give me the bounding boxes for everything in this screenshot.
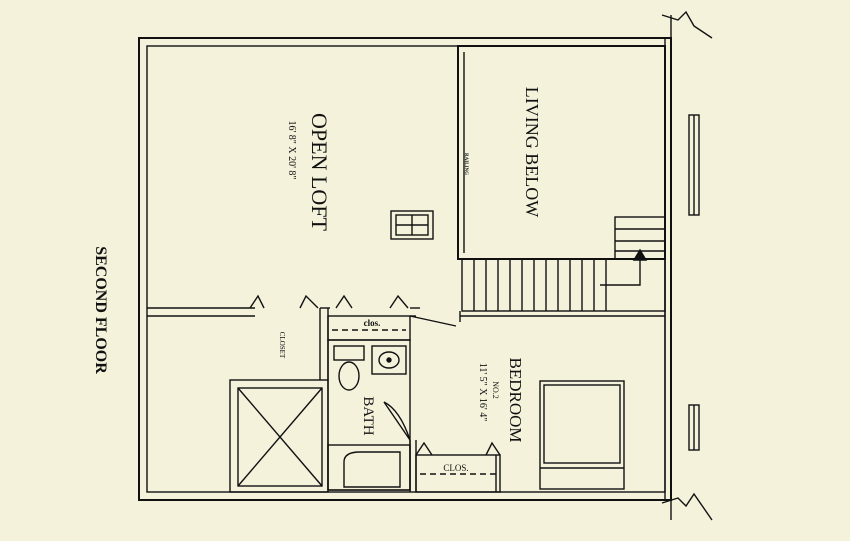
railing-label: RAILING: [463, 153, 468, 175]
bedroom-size: 11' 5" X 16' 4": [477, 363, 488, 422]
living-below-opening: [457, 45, 666, 260]
open-loft-size: 16' 8" X 20' 8": [286, 121, 297, 180]
window-lower: [688, 404, 700, 451]
stairs: [461, 216, 666, 312]
break-mark-top: [661, 10, 713, 39]
clos-lower-label: CLOS.: [443, 463, 468, 473]
closet-label: CLOSET: [278, 332, 286, 359]
toilet: [333, 345, 365, 391]
vent-symbol: [390, 210, 434, 240]
inner-wall: [146, 45, 666, 493]
break-mark-bottom: [661, 492, 713, 521]
door-swing-1: [249, 294, 265, 309]
door-swing-6: [485, 441, 501, 456]
floor-title: SECOND FLOOR: [92, 246, 109, 374]
bed: [539, 380, 625, 490]
open-loft-label: OPEN LOFT: [307, 113, 332, 232]
sink: [371, 345, 407, 375]
bedroom-label: BEDROOM: [506, 357, 525, 442]
door-swing-4: [389, 294, 409, 309]
door-swing-2: [299, 294, 319, 309]
window-upper: [688, 114, 700, 216]
door-swing-5: [415, 441, 433, 456]
bedroom-number: NO.2: [491, 381, 500, 399]
bathtub: [327, 444, 411, 491]
bath-door-swing: [383, 401, 411, 441]
door-swing-3: [335, 294, 353, 309]
bath-door: [409, 315, 457, 327]
clos-upper-label: clos.: [364, 318, 381, 328]
lower-closet: [415, 454, 501, 493]
living-below-label: LIVING BELOW: [522, 87, 542, 217]
bath-label: BATH: [360, 396, 376, 435]
outer-wall: [138, 37, 672, 501]
shower: [229, 379, 329, 493]
